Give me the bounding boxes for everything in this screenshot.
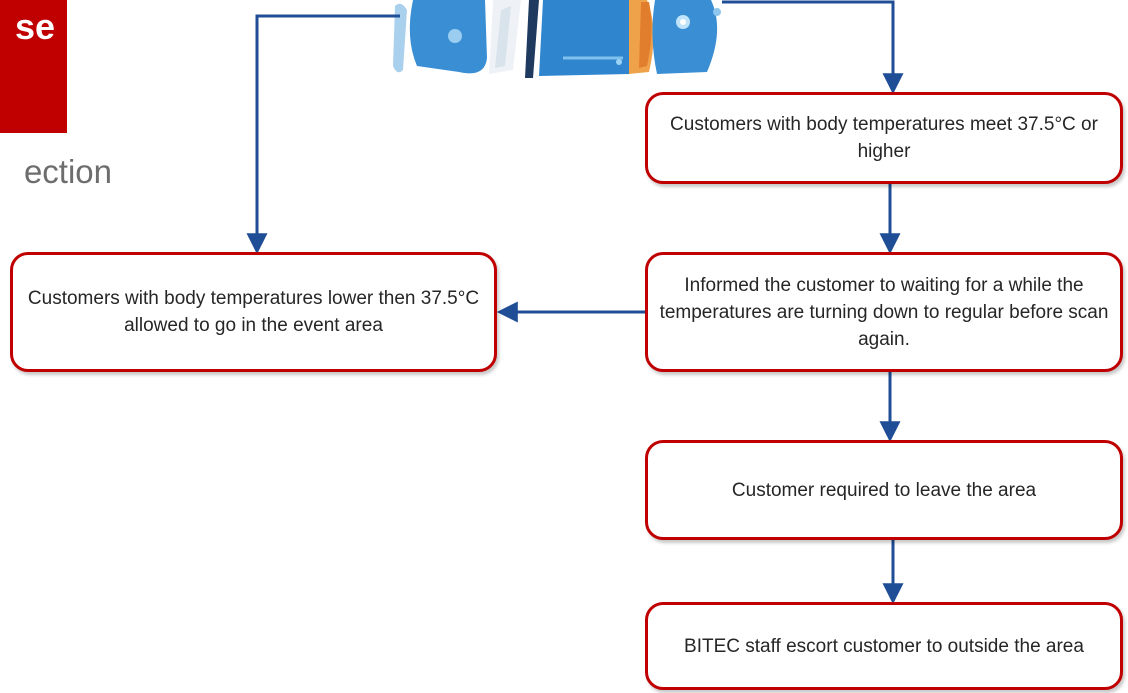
leave-area-box: Customer required to leave the area [645, 440, 1123, 540]
arrow-to-high-temp [722, 0, 904, 95]
temperature-screening-illustration [393, 0, 721, 78]
high-temperature-box: Customers with body temperatures meet 37… [645, 92, 1123, 184]
section-title-banner: se [0, 0, 67, 133]
arrow-to-low-temp [246, 14, 400, 255]
low-temperature-box: Customers with body temperatures lower t… [10, 252, 497, 372]
staff-escort-box: BITEC staff escort customer to outside t… [645, 602, 1123, 690]
section-subtitle: ection [23, 153, 112, 190]
section-title-text: se [14, 6, 55, 47]
wait-and-rescan-box: Informed the customer to waiting for a w… [645, 252, 1123, 372]
